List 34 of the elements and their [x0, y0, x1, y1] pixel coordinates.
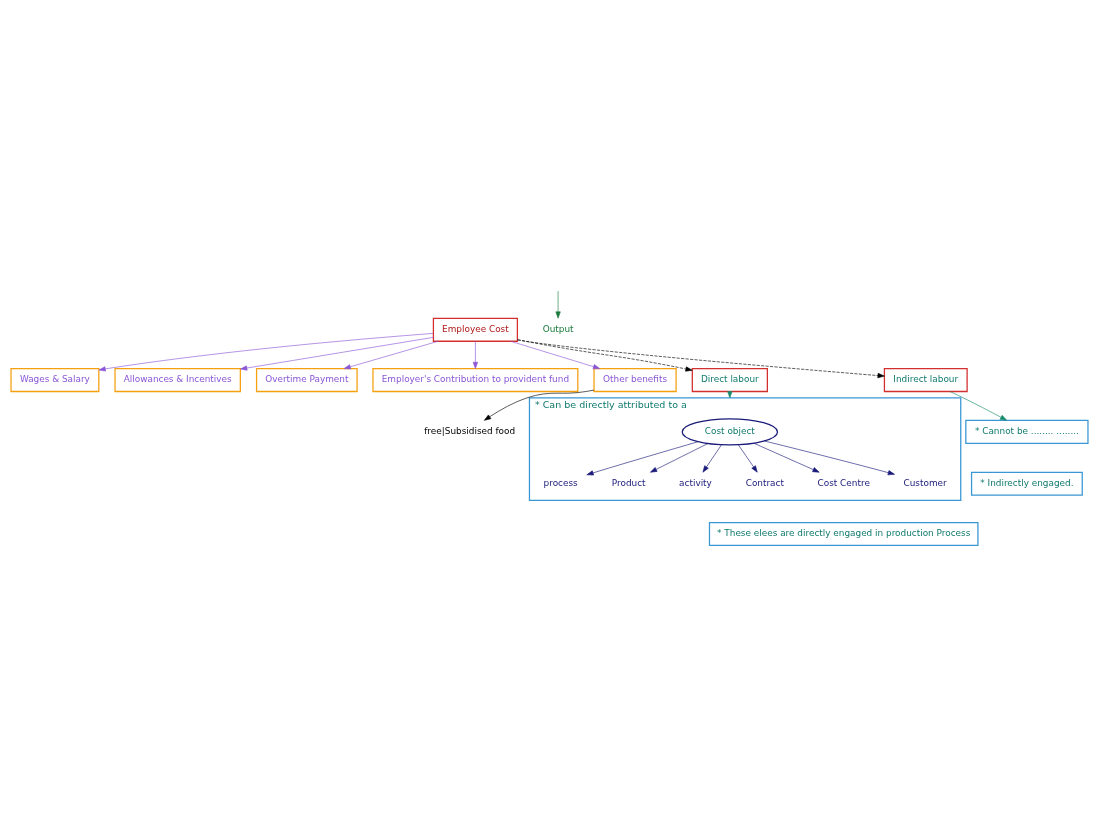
node-box: Employer's Contribution to provident fund: [372, 367, 579, 392]
node-box: Employee Cost: [432, 317, 518, 342]
node-text: free|Subsidised food: [424, 425, 516, 436]
node-text: Cost Centre: [817, 477, 870, 488]
node-box: Other benefits: [593, 367, 677, 392]
node-ellipse: Cost object: [681, 417, 779, 446]
node-box: Wages & Salary: [10, 367, 100, 392]
arrow: [763, 440, 895, 475]
arrow: [343, 340, 439, 369]
node-box: Indirect labour: [883, 367, 968, 392]
node-text: Customer: [903, 477, 947, 488]
node-box: * Cannot be ........ ........: [965, 419, 1089, 444]
arrow: [472, 340, 478, 369]
node-box: * These elees are directly engaged in production Process: [708, 521, 979, 546]
arrow: [484, 389, 595, 421]
node-text: Contract: [745, 477, 784, 488]
arrow: [240, 336, 434, 371]
arrow: [555, 290, 561, 319]
node-box: * Indirectly engaged.: [970, 471, 1083, 496]
arrow: [517, 338, 693, 371]
arrow: [586, 440, 699, 475]
node-box: Overtime Payment: [255, 367, 358, 392]
node-box: Allowances & Incentives: [114, 367, 241, 392]
node-text: Output: [542, 323, 574, 334]
arrow: [517, 339, 885, 378]
node-text: activity: [679, 477, 712, 488]
arrow: [98, 332, 434, 371]
node-text: process: [543, 477, 578, 488]
arrow: [738, 443, 758, 472]
node-text: Product: [611, 477, 646, 488]
arrow: [650, 442, 709, 473]
arrow: [753, 442, 820, 473]
arrow: [702, 443, 722, 472]
arrow: [510, 340, 601, 369]
